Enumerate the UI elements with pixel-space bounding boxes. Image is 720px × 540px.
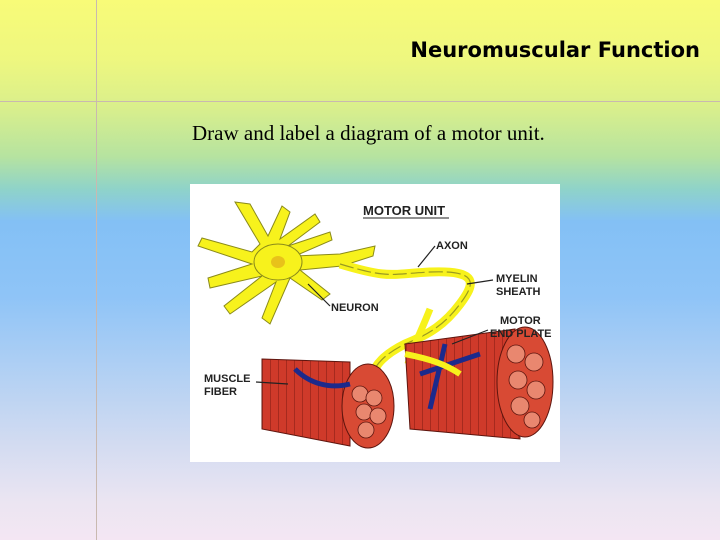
- label-neuron: NEURON: [331, 302, 379, 314]
- myelin-sheath: [339, 263, 471, 380]
- motor-unit-illustration: MOTOR UNIT: [197, 201, 554, 449]
- label-motor-2: END PLATE: [490, 328, 552, 340]
- pointer-muscle: [255, 381, 289, 385]
- label-motor-1: MOTOR: [500, 315, 541, 327]
- label-myelin-2: SHEATH: [496, 286, 540, 298]
- horizontal-rule: [0, 101, 720, 102]
- muscle-fiber-left: [261, 358, 395, 449]
- pointer-axon: [417, 245, 436, 268]
- slide-instruction: Draw and label a diagram of a motor unit…: [192, 121, 545, 145]
- pointer-end-plate: [451, 329, 489, 345]
- label-myelin-1: MYELIN: [496, 273, 538, 285]
- diagram-heading: MOTOR UNIT: [363, 203, 445, 218]
- pointer-myelin: [466, 279, 494, 285]
- slide-title: Neuromuscular Function: [410, 38, 700, 62]
- neuron-illustration: [197, 201, 376, 325]
- motor-unit-diagram: MOTOR UNIT: [190, 184, 560, 462]
- label-muscle-2: FIBER: [204, 386, 237, 398]
- neuron-nucleus: [271, 256, 285, 268]
- muscle-fiber-right: [404, 326, 554, 440]
- vertical-rule: [96, 0, 97, 540]
- label-axon: AXON: [436, 240, 468, 252]
- label-muscle-1: MUSCLE: [204, 373, 250, 385]
- pointer-neuron: [307, 283, 331, 307]
